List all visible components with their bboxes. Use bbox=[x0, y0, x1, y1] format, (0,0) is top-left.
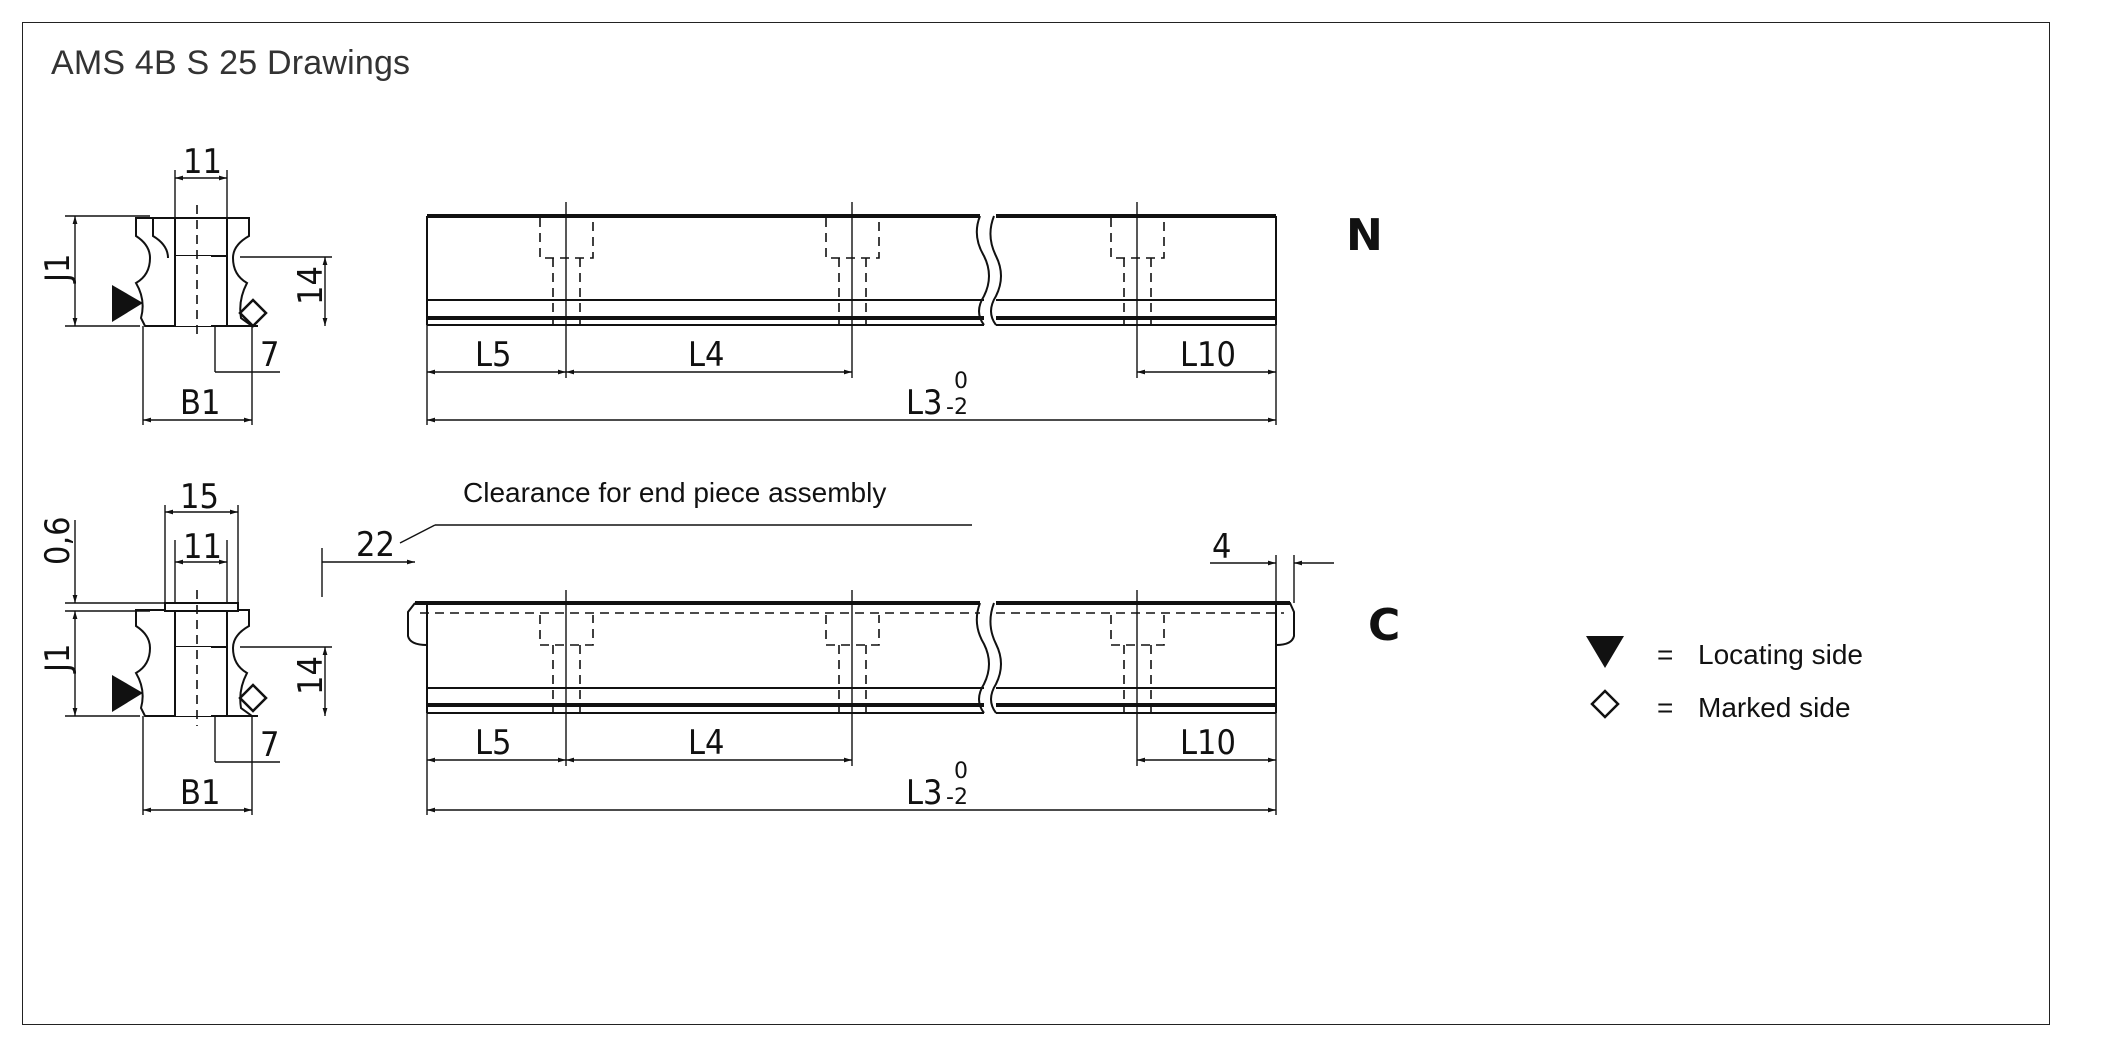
dim-cap-width: 15 bbox=[180, 477, 219, 517]
legend-eq-2: = bbox=[1657, 692, 1673, 723]
clearance-note: Clearance for end piece assembly bbox=[463, 477, 886, 508]
top-rail: L5 L4 L10 L3 0 -2 bbox=[426, 202, 1277, 425]
dim-right-clearance: 4 bbox=[1212, 527, 1231, 567]
dim-l3: L3 bbox=[906, 383, 943, 423]
dim-side-c: 14 bbox=[291, 656, 331, 695]
dim-l5: L5 bbox=[475, 335, 512, 375]
dim-l3-c: L3 bbox=[906, 773, 943, 813]
drawing-frame bbox=[22, 22, 2050, 1025]
page-title: AMS 4B S 25 Drawings bbox=[51, 44, 411, 82]
marked-side-diamond-icon bbox=[1590, 689, 1620, 719]
dim-l4: L4 bbox=[688, 335, 725, 375]
dim-offset-c: 7 bbox=[260, 725, 279, 765]
dim-side: 14 bbox=[291, 266, 331, 305]
dim-tol-lower-c: -2 bbox=[946, 785, 968, 810]
legend-locating-text: Locating side bbox=[1698, 639, 1863, 670]
dim-top-width-c: 11 bbox=[183, 527, 222, 567]
dim-cap-thickness: 0,6 bbox=[38, 516, 78, 565]
bottom-cross-section: 15 11 0,6 J1 14 7 B1 bbox=[38, 477, 332, 815]
dim-l10-c: L10 bbox=[1180, 723, 1236, 763]
dim-height-c: J1 bbox=[38, 644, 78, 674]
legend-eq-1: = bbox=[1657, 639, 1673, 670]
dim-height: J1 bbox=[38, 254, 78, 284]
dim-tol-upper-c: 0 bbox=[954, 759, 968, 784]
dim-l5-c: L5 bbox=[475, 723, 512, 763]
dim-base: B1 bbox=[180, 383, 220, 423]
dim-base-c: B1 bbox=[180, 773, 220, 813]
dim-l10: L10 bbox=[1180, 335, 1236, 375]
dim-offset: 7 bbox=[260, 335, 279, 375]
locating-side-triangle-icon bbox=[1586, 636, 1624, 668]
bottom-rail: 22 Clearance for end piece assembly 4 L5… bbox=[321, 477, 1334, 815]
dim-top-width: 11 bbox=[183, 142, 222, 182]
legend-marked-text: Marked side bbox=[1698, 692, 1851, 723]
legend: = Locating side = Marked side bbox=[1586, 636, 1863, 723]
variant-label-n: N bbox=[1346, 210, 1383, 261]
dim-left-clearance: 22 bbox=[356, 525, 395, 565]
variant-label-c: C bbox=[1368, 600, 1400, 651]
dim-tol-upper: 0 bbox=[954, 369, 968, 394]
top-cross-section: 11 J1 14 7 B1 bbox=[38, 142, 332, 425]
dim-tol-lower: -2 bbox=[946, 395, 968, 420]
dim-l4-c: L4 bbox=[688, 723, 725, 763]
